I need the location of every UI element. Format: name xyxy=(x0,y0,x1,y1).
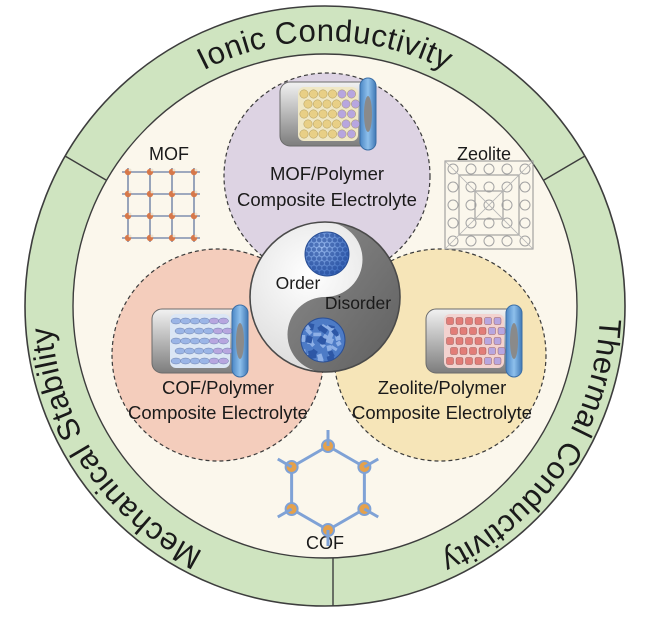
zeolite-label: Zeolite xyxy=(457,144,511,164)
order-nanoparticle-icon xyxy=(305,232,349,276)
cof-label: COF xyxy=(306,533,344,553)
mof-lattice-icon xyxy=(122,168,200,242)
zeolite-cage-icon xyxy=(444,160,534,250)
disorder-label: Disorder xyxy=(325,293,391,313)
order-label: Order xyxy=(276,273,321,293)
mof-label: MOF xyxy=(149,144,189,164)
zeolite-composite-title-line2: Composite Electrolyte xyxy=(352,402,532,423)
zeolite-battery-icon xyxy=(425,304,523,378)
ring-divider-left xyxy=(64,155,107,181)
cof-composite-title-line2: Composite Electrolyte xyxy=(128,402,308,423)
mof-composite-title-line1: MOF/Polymer xyxy=(270,163,384,184)
zeolite-composite-title-line1: Zeolite/Polymer xyxy=(378,377,507,398)
cof-composite-title-line1: COF/Polymer xyxy=(162,377,274,398)
ring-divider-right xyxy=(543,155,586,181)
yin-yang-icon xyxy=(249,221,401,373)
cof-hexagon-icon xyxy=(277,430,379,546)
mof-battery-icon xyxy=(279,77,377,151)
cof-battery-icon xyxy=(151,304,249,378)
mof-composite-title-line2: Composite Electrolyte xyxy=(237,189,417,210)
